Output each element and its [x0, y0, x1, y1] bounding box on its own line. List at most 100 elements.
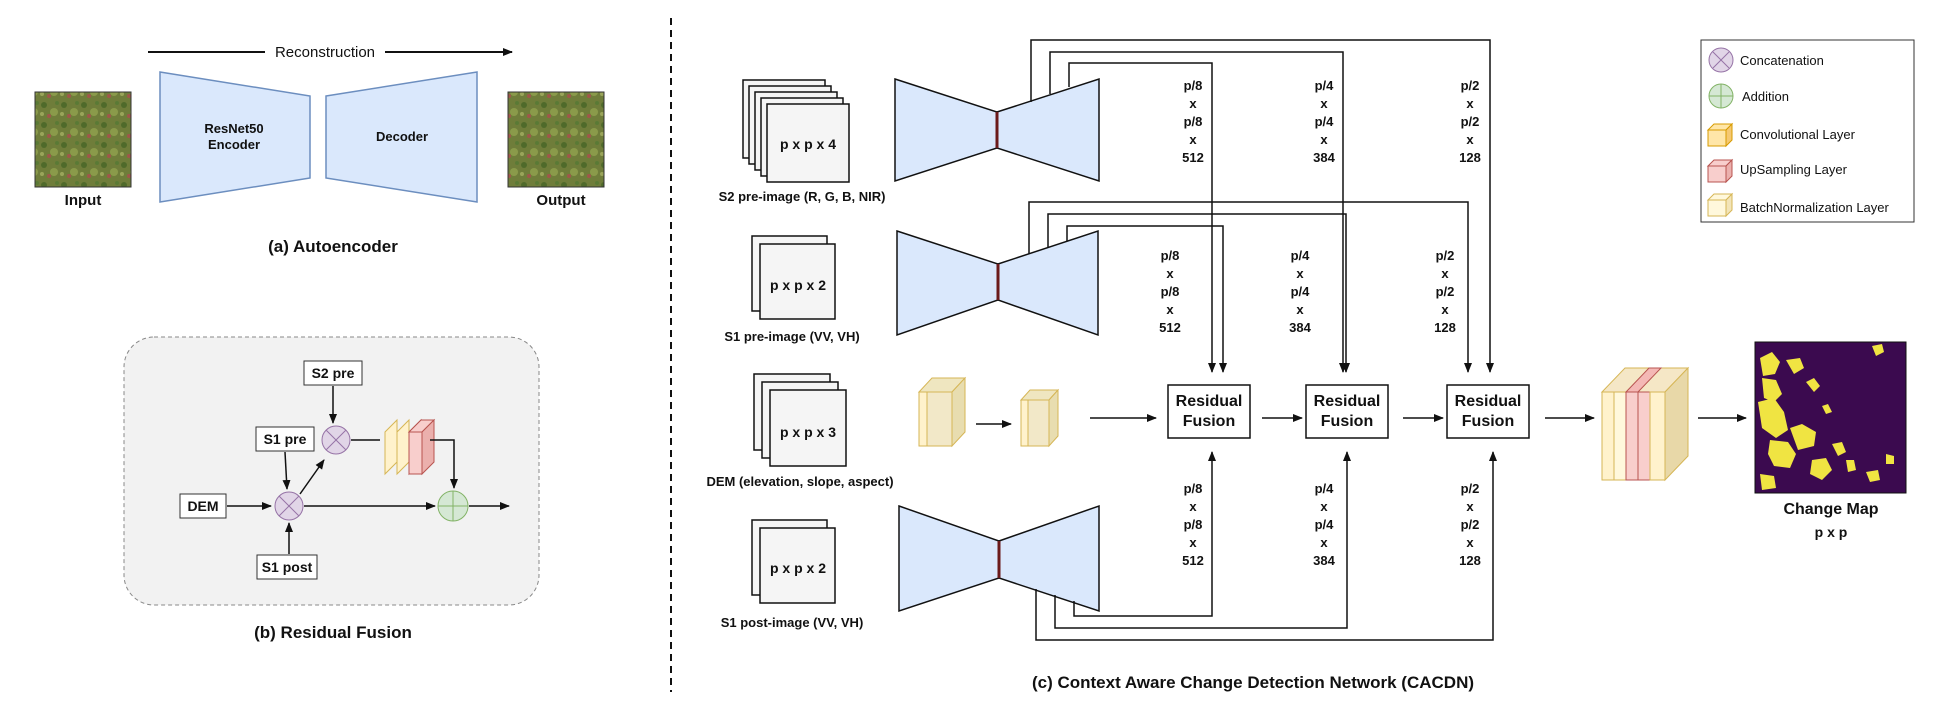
dim-top-1-0: p/8 — [1184, 78, 1203, 93]
dim-bot-2-1: x — [1320, 499, 1328, 514]
legend-batchnorm-label: BatchNormalization Layer — [1740, 200, 1890, 215]
dim-mid-3-1: x — [1441, 266, 1449, 281]
input-image — [34, 91, 132, 188]
dim-bot-3-1: x — [1466, 499, 1474, 514]
s1-pre-autoencoder — [896, 229, 1099, 337]
addition-icon — [1708, 83, 1734, 109]
dim-mid-3-2: p/2 — [1436, 284, 1455, 299]
conv-layer-icon — [1706, 122, 1734, 148]
residual-fusion-caption: (b) Residual Fusion — [254, 623, 412, 642]
residual-fusion-box-2 — [1305, 384, 1389, 439]
change-map-image — [1754, 341, 1907, 494]
dim-mid-2-2: p/4 — [1291, 284, 1311, 299]
dim-top-3-4: 128 — [1459, 150, 1481, 165]
dim-bot-1-3: x — [1189, 535, 1197, 550]
dim-top-2-0: p/4 — [1315, 78, 1335, 93]
autoencoder-caption: (a) Autoencoder — [268, 237, 398, 256]
s1-pre-input-stack — [751, 235, 836, 320]
dim-bot-1-4: 512 — [1182, 553, 1204, 568]
rf-conv-block — [384, 418, 436, 476]
residual-fusion-panel: S2 pre S1 pre DEM S1 post — [123, 336, 540, 642]
dem-input-label: DEM (elevation, slope, aspect) — [706, 474, 893, 489]
dim-mid-1-2: p/8 — [1161, 284, 1180, 299]
dim-mid-3-3: x — [1441, 302, 1449, 317]
fusion-3-label-line2: Fusion — [1462, 413, 1514, 430]
fusion-2-label-line1: Residual — [1314, 393, 1381, 410]
legend: Concatenation Addition Convolutional Lay… — [1700, 39, 1915, 223]
s1-post-stack-dims: p x p x 2 — [770, 560, 826, 576]
s1-post-box — [256, 554, 318, 580]
dem-label: DEM — [187, 498, 218, 514]
s1-post-input-label: S1 post-image (VV, VH) — [721, 615, 864, 630]
dim-mid-2-4: 384 — [1289, 320, 1311, 335]
dim-mid-3-4: 128 — [1434, 320, 1456, 335]
legend-conv-label: Convolutional Layer — [1740, 127, 1856, 142]
dim-bot-2-2: p/4 — [1315, 517, 1335, 532]
s1-pre-input-label: S1 pre-image (VV, VH) — [724, 329, 859, 344]
dim-top-1-4: 512 — [1182, 150, 1204, 165]
dim-top-1-3: x — [1189, 132, 1197, 147]
encoder-shape — [159, 71, 311, 203]
input-label: Input — [65, 192, 102, 209]
dim-top-3-0: p/2 — [1461, 78, 1480, 93]
s1-post-label: S1 post — [262, 559, 313, 575]
fusion-1-label-line2: Fusion — [1183, 413, 1235, 430]
concatenation-icon — [1708, 47, 1734, 73]
dim-bot-3-3: x — [1466, 535, 1474, 550]
dim-mid-1-3: x — [1166, 302, 1174, 317]
dim-labels-bottom: p/8 x p/8 x 512 p/4 x p/4 x 384 p/2 x p/… — [1182, 481, 1481, 568]
dim-bot-3-4: 128 — [1459, 553, 1481, 568]
dim-top-2-1: x — [1320, 96, 1328, 111]
reconstruction-label: Reconstruction — [275, 44, 375, 61]
s1-pre-stack-dims: p x p x 2 — [770, 277, 826, 293]
encoder-label-line1: ResNet50 — [204, 121, 263, 136]
dem-stack-dims: p x p x 3 — [780, 424, 836, 440]
legend-addition-label: Addition — [1742, 89, 1789, 104]
fusion-3-label-line1: Residual — [1455, 393, 1522, 410]
s2-pre-label: S2 pre — [312, 365, 355, 381]
dim-mid-2-3: x — [1296, 302, 1304, 317]
dim-labels-mid: p/8 x p/8 x 512 p/4 x p/4 x 384 p/2 x p/… — [1159, 248, 1456, 335]
legend-upsampling-label: UpSampling Layer — [1740, 162, 1848, 177]
output-image — [507, 91, 605, 188]
dim-top-3-1: x — [1466, 96, 1474, 111]
output-label: Output — [536, 192, 585, 209]
s1-pre-box — [255, 426, 315, 452]
concat-node-2 — [321, 425, 351, 455]
decoder-label: Decoder — [376, 129, 428, 144]
dem-conv-block-2 — [1019, 388, 1060, 448]
dim-labels-top: p/8 x p/8 x 512 p/4 x p/4 x 384 p/2 x p/… — [1182, 78, 1481, 165]
dim-top-2-4: 384 — [1313, 150, 1335, 165]
s2-skip-connections — [1030, 39, 1494, 373]
dim-bot-1-1: x — [1189, 499, 1197, 514]
dem-conv-block-1 — [917, 376, 967, 448]
s2-input-stack — [742, 79, 850, 183]
legend-concatenation-label: Concatenation — [1740, 53, 1824, 68]
reconstruction-label-bg — [265, 42, 385, 60]
cacdn-panel: p x p x 4 S2 pre-image (R, G, B, NIR) p … — [706, 39, 1907, 692]
s1-pre-skip-connections — [1028, 201, 1472, 373]
residual-fusion-box-1 — [1167, 384, 1251, 439]
legend-frame — [1700, 39, 1915, 223]
dim-mid-1-1: x — [1166, 266, 1174, 281]
encoder-label-line2: Encoder — [208, 137, 260, 152]
s2-autoencoder — [894, 77, 1100, 183]
rf-arrows — [227, 386, 510, 554]
dem-input-stack — [753, 373, 847, 467]
s2-stack-dims: p x p x 4 — [780, 136, 836, 152]
dim-mid-1-4: 512 — [1159, 320, 1181, 335]
concat-node-1 — [274, 491, 304, 521]
dem-box — [179, 493, 227, 519]
s1-post-autoencoder — [898, 504, 1100, 613]
dim-top-1-2: p/8 — [1184, 114, 1203, 129]
addition-node — [437, 490, 469, 522]
upsampling-layer-icon — [1706, 158, 1734, 184]
dim-top-2-2: p/4 — [1315, 114, 1335, 129]
dim-mid-2-0: p/4 — [1291, 248, 1311, 263]
dim-bot-2-4: 384 — [1313, 553, 1335, 568]
dim-bot-2-0: p/4 — [1315, 481, 1335, 496]
dim-top-2-3: x — [1320, 132, 1328, 147]
dim-bot-1-0: p/8 — [1184, 481, 1203, 496]
autoencoder-panel: Reconstruction Input ResNet50 Encoder De… — [34, 42, 605, 256]
